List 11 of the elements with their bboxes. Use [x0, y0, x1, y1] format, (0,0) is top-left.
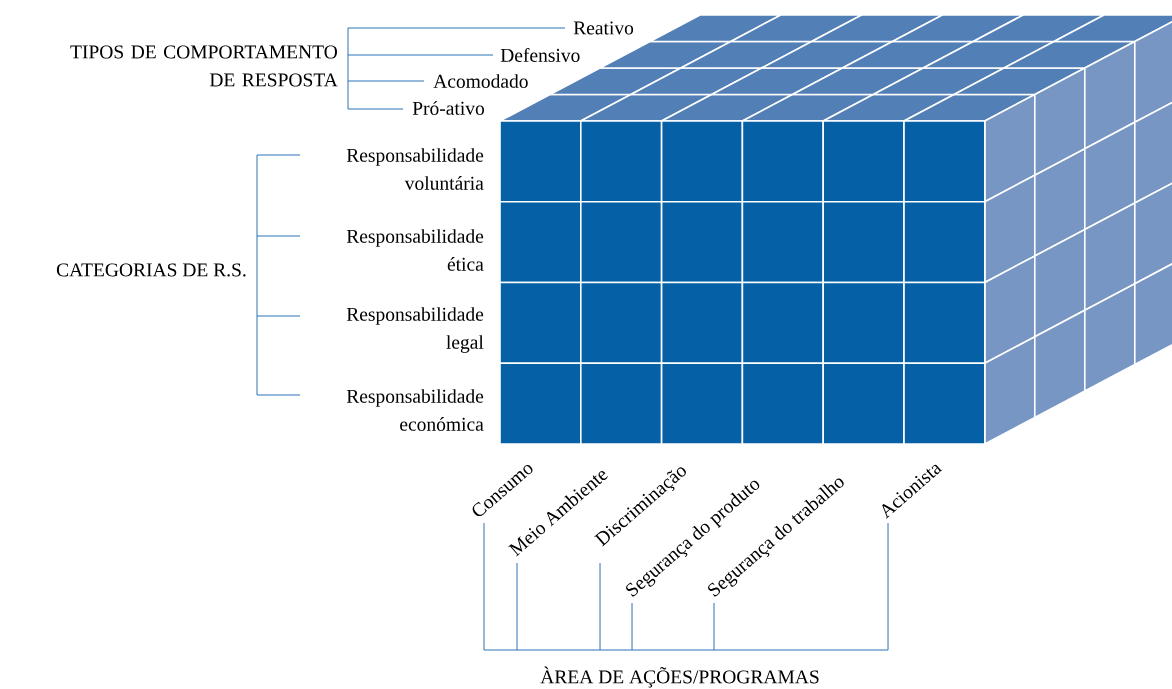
- axis-title: CATEGORIAS DE R.S.: [56, 263, 246, 277]
- axis-title: ÀREA DE AÇÕES/PROGRAMAS: [540, 666, 819, 688]
- category-label: Responsabilidade ética: [346, 229, 484, 271]
- response-type-label: Reativo: [573, 21, 634, 35]
- category-label: Responsabilidade voluntária: [346, 148, 484, 190]
- category-label: Responsabilidade legal: [346, 307, 484, 353]
- response-type-label: Pró-ativo: [412, 101, 485, 115]
- axis-title: TIPOS DE COMPORTAMENTO DE RESPOSTA: [70, 45, 338, 87]
- category-label: Responsabilidade económica: [346, 389, 484, 431]
- response-type-label: Defensivo: [500, 48, 580, 62]
- response-type-label: Acomodado: [433, 74, 528, 88]
